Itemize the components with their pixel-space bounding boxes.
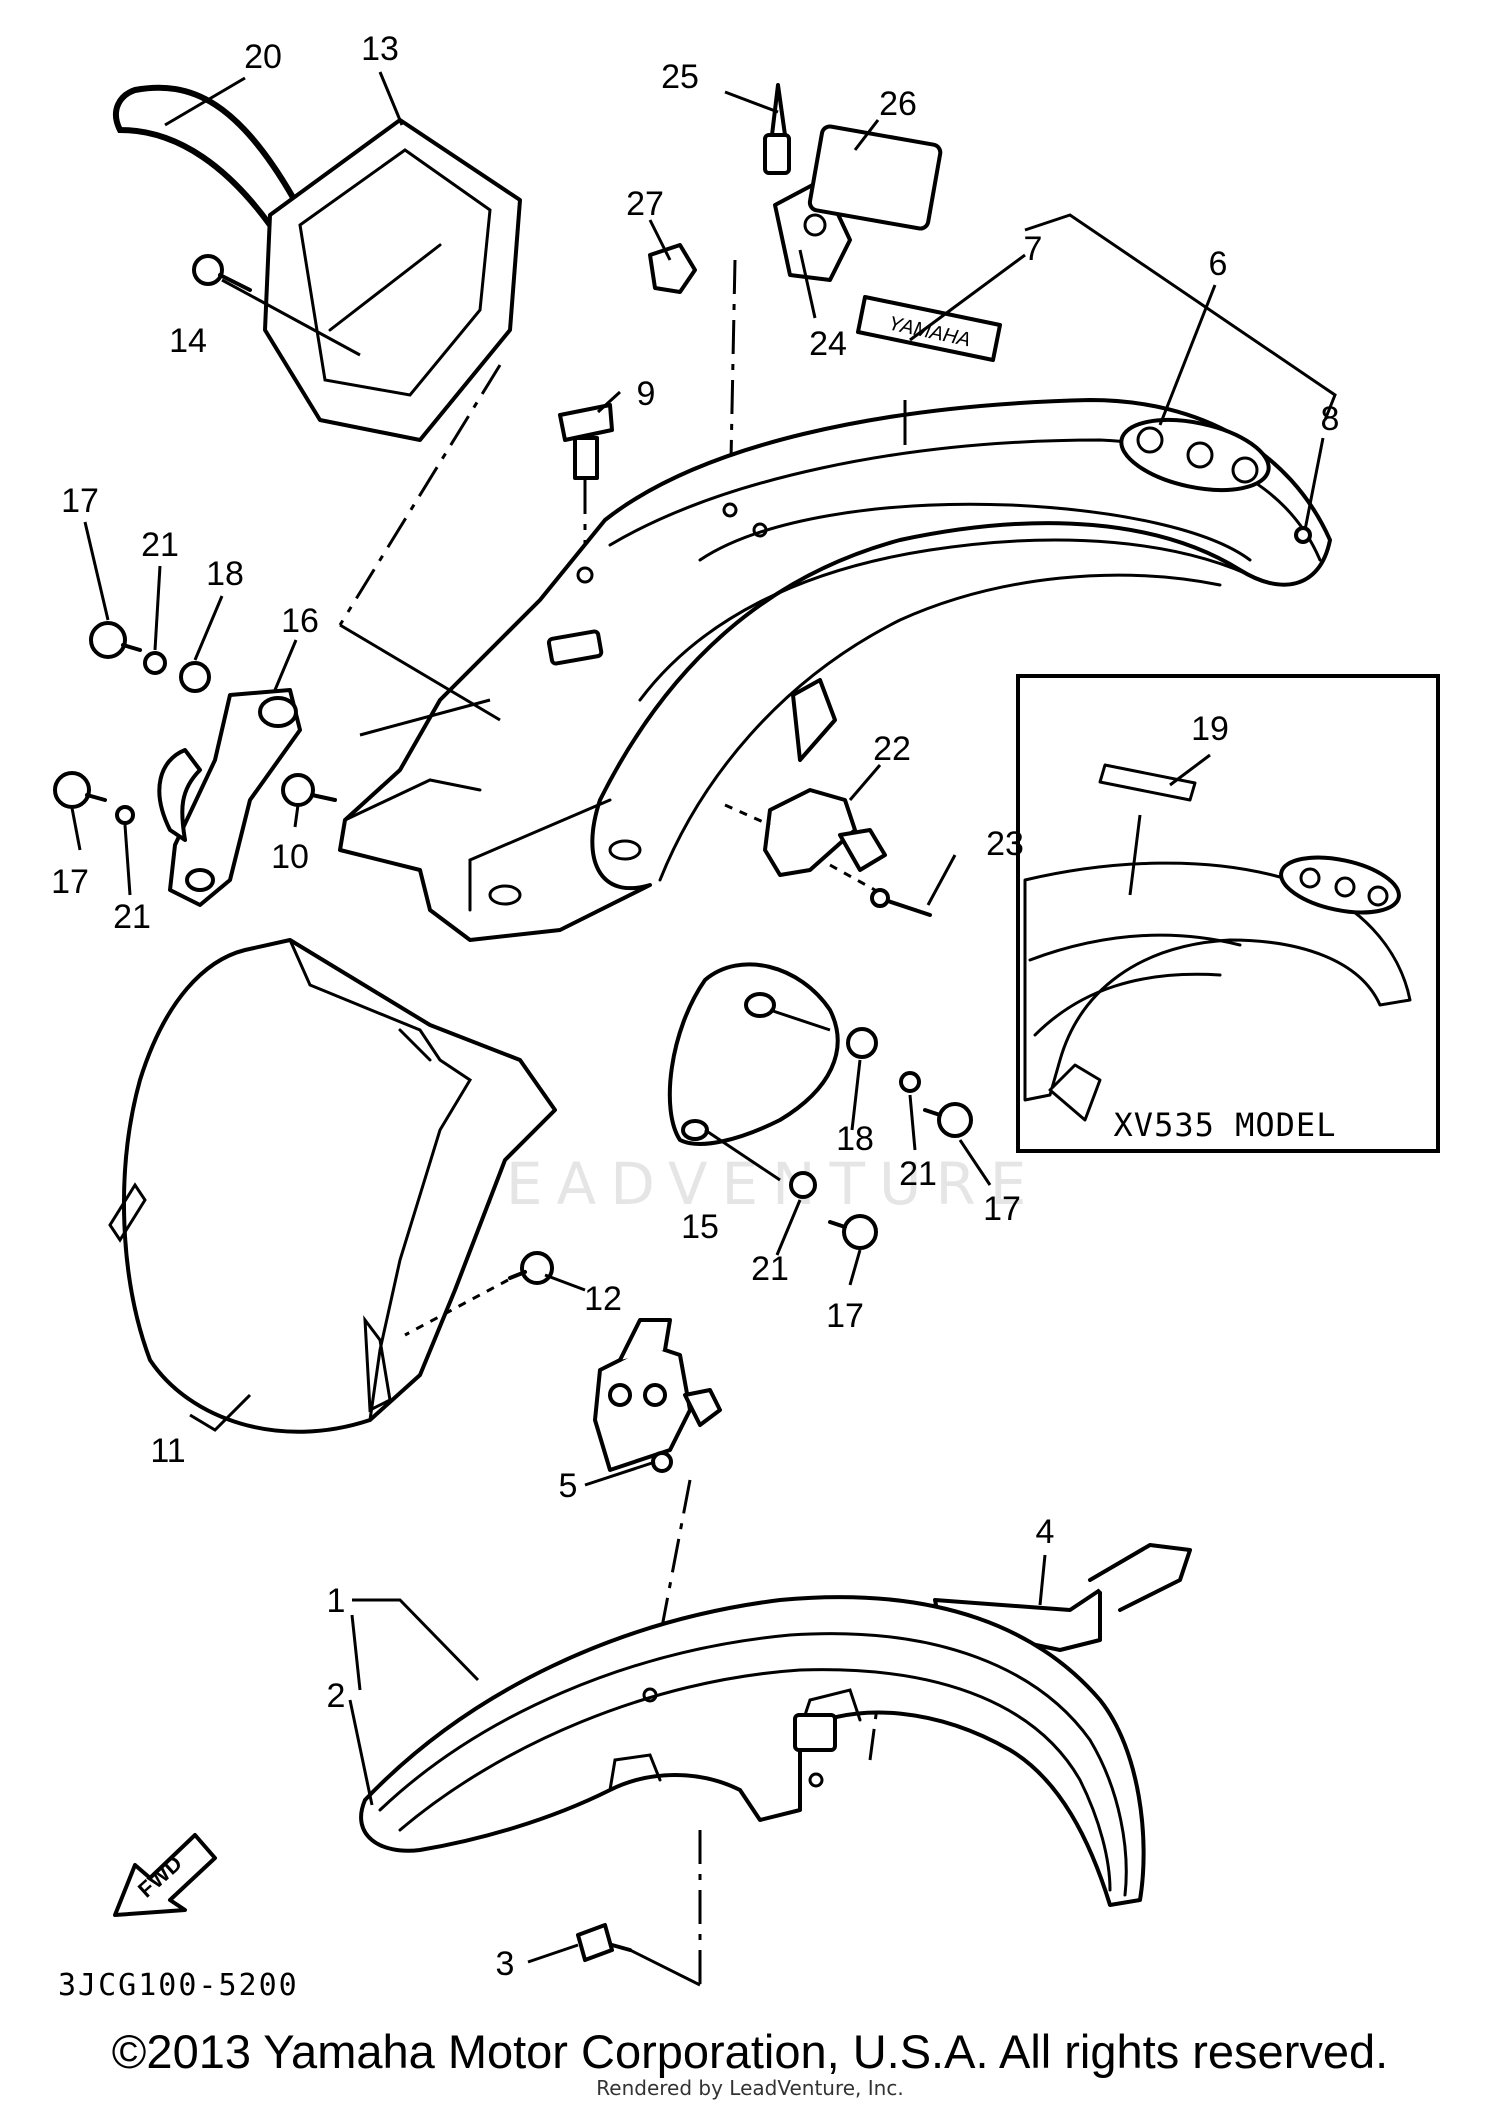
callout-22: 22 (873, 730, 911, 768)
copyright-notice: ©2013 Yamaha Motor Corporation, U.S.A. A… (111, 2025, 1389, 2078)
callout-4: 4 (1036, 1513, 1055, 1551)
callout-26: 26 (879, 85, 917, 123)
callout-7: 7 (1024, 230, 1043, 268)
part-12-bolt (508, 1251, 554, 1285)
callout-24: 24 (809, 325, 847, 363)
callout-9: 9 (637, 375, 656, 413)
callout-1: 1 (327, 1582, 346, 1620)
part-7-rear-fender (338, 398, 1332, 942)
callout-21-d: 21 (751, 1250, 789, 1288)
callout-27: 27 (626, 185, 664, 223)
part-16-bracket (157, 688, 302, 907)
part-1-front-fender (359, 1595, 1146, 1907)
part-22-bracket (763, 788, 887, 877)
inset-title: XV535 MODEL (1113, 1106, 1337, 1144)
part-5-bracket (593, 1318, 722, 1473)
callout-21-a: 21 (141, 526, 179, 564)
part-15-cover (667, 962, 840, 1146)
callout-17-a: 17 (61, 482, 99, 520)
callout-11: 11 (150, 1432, 185, 1470)
callout-17-d: 17 (826, 1297, 864, 1335)
part-27-nut (648, 243, 697, 294)
callout-6: 6 (1209, 245, 1228, 283)
callout-13: 13 (361, 30, 399, 68)
part-10-screw (281, 773, 337, 807)
right-fasteners (789, 1027, 973, 1250)
callout-21-c: 21 (899, 1155, 937, 1193)
callout-23: 23 (986, 825, 1024, 863)
part-8-grommet (1294, 526, 1312, 544)
part-7-decal: YAMAHA (856, 295, 1002, 362)
part-13-housing (263, 118, 522, 442)
part-9-bolt (558, 403, 614, 480)
watermark: LEADVENTURE (459, 1150, 1041, 1218)
part-26-reflector (807, 124, 943, 231)
inset-box (1016, 674, 1440, 1153)
part-14-screw (192, 254, 252, 292)
part-3-bolt (576, 1923, 632, 1962)
callout-17-b: 17 (51, 863, 89, 901)
callout-18-a: 18 (206, 555, 244, 593)
catalog-code: 3JCG100-5200 (58, 1968, 299, 2003)
callout-21-b: 21 (113, 898, 151, 936)
callout-14: 14 (169, 322, 207, 360)
callout-19: 19 (1191, 710, 1229, 748)
callout-17-c: 17 (983, 1190, 1021, 1228)
callout-3: 3 (496, 1945, 515, 1983)
rendered-by-notice: Rendered by LeadVenture, Inc. (596, 2076, 904, 2100)
callout-5: 5 (559, 1467, 578, 1505)
callout-15: 15 (681, 1208, 719, 1246)
callout-8: 8 (1321, 400, 1340, 438)
left-fasteners (53, 621, 211, 825)
part-23-screw (883, 898, 932, 917)
callout-25: 25 (661, 58, 699, 96)
part-11-lamp-body (108, 938, 557, 1434)
callout-20: 20 (244, 38, 282, 76)
callout-10: 10 (271, 838, 309, 876)
callout-2: 2 (327, 1677, 346, 1715)
fwd-arrow: FWD (113, 1833, 217, 1917)
callout-18-b: 18 (836, 1120, 874, 1158)
callout-12: 12 (584, 1280, 622, 1318)
callout-16: 16 (281, 602, 319, 640)
